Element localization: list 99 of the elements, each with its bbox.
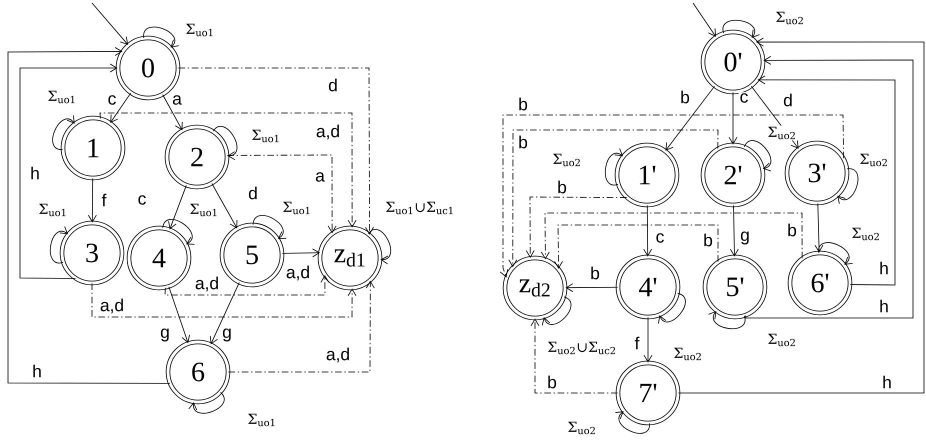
edge-label: Σ$_{uo2}$ — [774, 10, 806, 26]
edge-label: Σ$_{uo2}$ — [766, 126, 798, 140]
arrow — [110, 92, 132, 123]
edge-label: d — [782, 92, 794, 108]
edge-label: g — [159, 327, 171, 342]
dashed-arrow — [554, 224, 718, 269]
self-loop — [50, 226, 68, 264]
edge-label: f — [634, 336, 640, 350]
dashed-arrow — [526, 196, 628, 258]
edge-label: Σ$_{uo1}$ — [188, 202, 220, 218]
edge-label: g — [739, 230, 751, 246]
arrow — [210, 282, 240, 344]
arrow — [643, 204, 652, 257]
self-loop — [744, 140, 772, 172]
self-loop — [252, 215, 287, 239]
dashed-arrow — [500, 114, 844, 278]
edge-label: h — [29, 166, 41, 180]
arrow — [728, 92, 738, 145]
edge-label: Σ$_{uo2}$∪Σ$_{uc2}$ — [546, 340, 618, 356]
edge-label: a,d — [98, 298, 126, 314]
edge-label: h — [31, 364, 43, 378]
self-loop — [162, 219, 195, 245]
self-loop — [604, 148, 624, 186]
edge-label: Σ$_{uo2}$ — [766, 332, 798, 348]
edge-label: a,d — [324, 346, 352, 364]
edge-label: d — [327, 78, 339, 92]
arrow — [168, 185, 187, 230]
edge-label: Σ$_{uo2}$ — [858, 152, 890, 168]
edge-label: c — [738, 92, 750, 104]
arrow — [730, 204, 739, 257]
arrow — [211, 183, 238, 228]
arrow — [814, 202, 824, 253]
self-loop — [722, 20, 760, 38]
self-loop — [368, 229, 392, 264]
self-loop — [52, 114, 75, 150]
dashed-arrow — [228, 280, 375, 372]
dashed-arrow — [540, 212, 803, 260]
self-loop — [708, 310, 746, 330]
self-loop — [658, 292, 686, 324]
dashed-arrow — [92, 283, 356, 318]
dashed-arrow — [164, 275, 330, 296]
edge-label: Σ$_{uo1}$ — [184, 22, 216, 38]
edge-label: Σ$_{uo1}$ — [37, 202, 69, 218]
edge-label: g — [221, 327, 233, 342]
arrow — [20, 64, 118, 279]
arrow — [162, 94, 183, 130]
edge-label: Σ$_{uo1}$ — [46, 90, 78, 104]
edge-label: c — [136, 194, 148, 206]
arrow — [678, 38, 924, 394]
self-loop — [143, 26, 180, 48]
edge-label: Σ$_{uo1}$ — [246, 412, 278, 428]
dashed-arrow — [178, 68, 374, 235]
edge-label: d — [247, 186, 259, 200]
initial-arrow — [92, 2, 128, 45]
edge-label: b — [702, 232, 714, 248]
dashed-arrow — [508, 130, 718, 268]
self-loop — [614, 411, 650, 434]
self-loop — [212, 126, 238, 160]
dashed-arrow — [530, 318, 618, 394]
edge-label: h — [881, 374, 893, 390]
arrow — [282, 248, 320, 258]
edge-label: Σ$_{uo1}$ — [281, 200, 313, 216]
edge-label: Σ$_{uo1}$∪Σ$_{uc1}$ — [384, 200, 456, 216]
arrow — [665, 86, 715, 151]
arrow — [88, 178, 97, 223]
self-loop — [818, 242, 854, 265]
edge-label: h — [878, 298, 890, 314]
edge-label: h — [878, 260, 890, 276]
self-loop — [837, 168, 858, 204]
edge-label: Σ$_{uo2}$ — [551, 152, 583, 168]
edge-label: b — [517, 134, 529, 150]
edge-label: c — [654, 232, 666, 244]
edge-label: b — [589, 266, 601, 280]
self-loop — [188, 392, 225, 414]
arrow — [644, 317, 652, 363]
edge-label: Σ$_{uo2}$ — [672, 346, 704, 362]
arrow — [8, 47, 170, 384]
edge-label: a,d — [314, 124, 342, 140]
edge-label: Σ$_{uo2}$ — [850, 226, 882, 242]
dashed-arrow — [100, 112, 357, 228]
edge-label: Σ$_{uo1}$ — [250, 128, 282, 144]
arrow — [758, 75, 896, 286]
arrow — [168, 286, 190, 344]
edge-label: b — [786, 222, 798, 238]
edge-label: b — [517, 96, 529, 112]
edge-label: a,d — [284, 264, 312, 282]
edge-label: f — [100, 192, 108, 208]
arrow — [565, 283, 618, 292]
self-loop — [542, 296, 572, 326]
edge-label: a,d — [194, 276, 220, 292]
edge-label: c — [106, 94, 118, 106]
edge-label: b — [546, 374, 558, 390]
edge-label: b — [556, 180, 568, 194]
initial-arrow — [692, 2, 716, 37]
edge-label: a — [314, 171, 326, 183]
dashed-arrow — [226, 154, 337, 234]
edge-label: b — [679, 90, 691, 104]
edge-label: Σ$_{uo2}$ — [566, 420, 598, 436]
arrow — [744, 56, 914, 318]
